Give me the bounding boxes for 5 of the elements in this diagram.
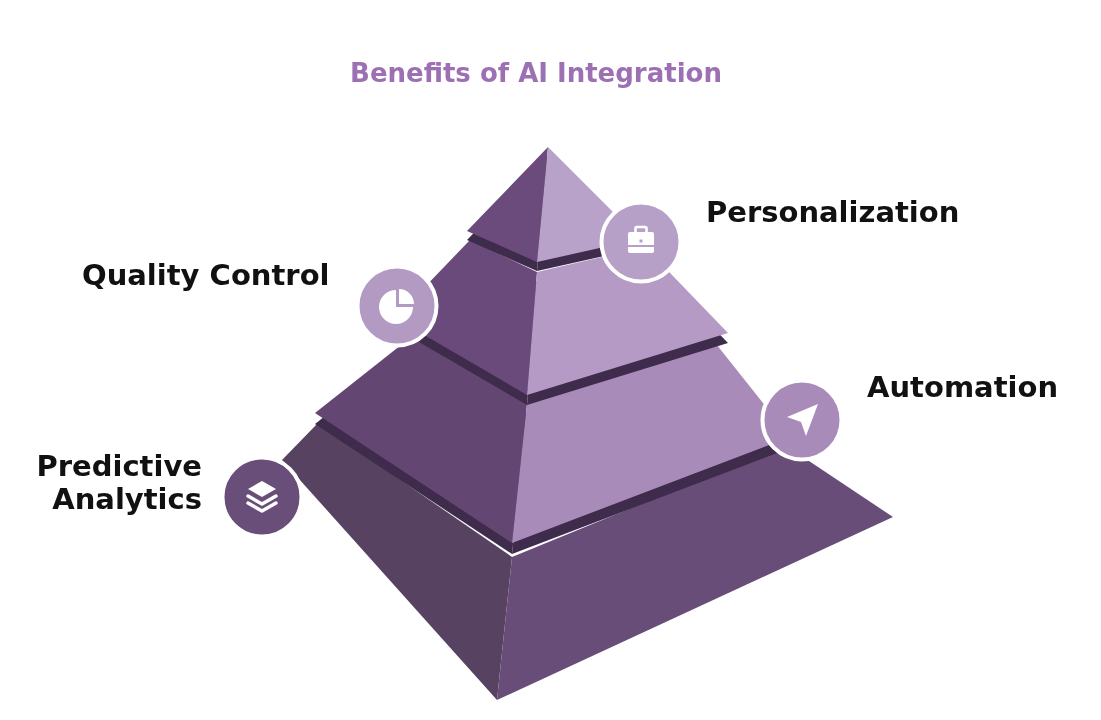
benefit-label: Quality Control	[82, 259, 330, 292]
benefit-label: Automation	[867, 371, 1059, 404]
diagram-title: Benefits of AI Integration	[349, 57, 723, 90]
benefit-label: Predictive Analytics	[35, 450, 202, 516]
benefit-label: Personalization	[706, 196, 960, 229]
